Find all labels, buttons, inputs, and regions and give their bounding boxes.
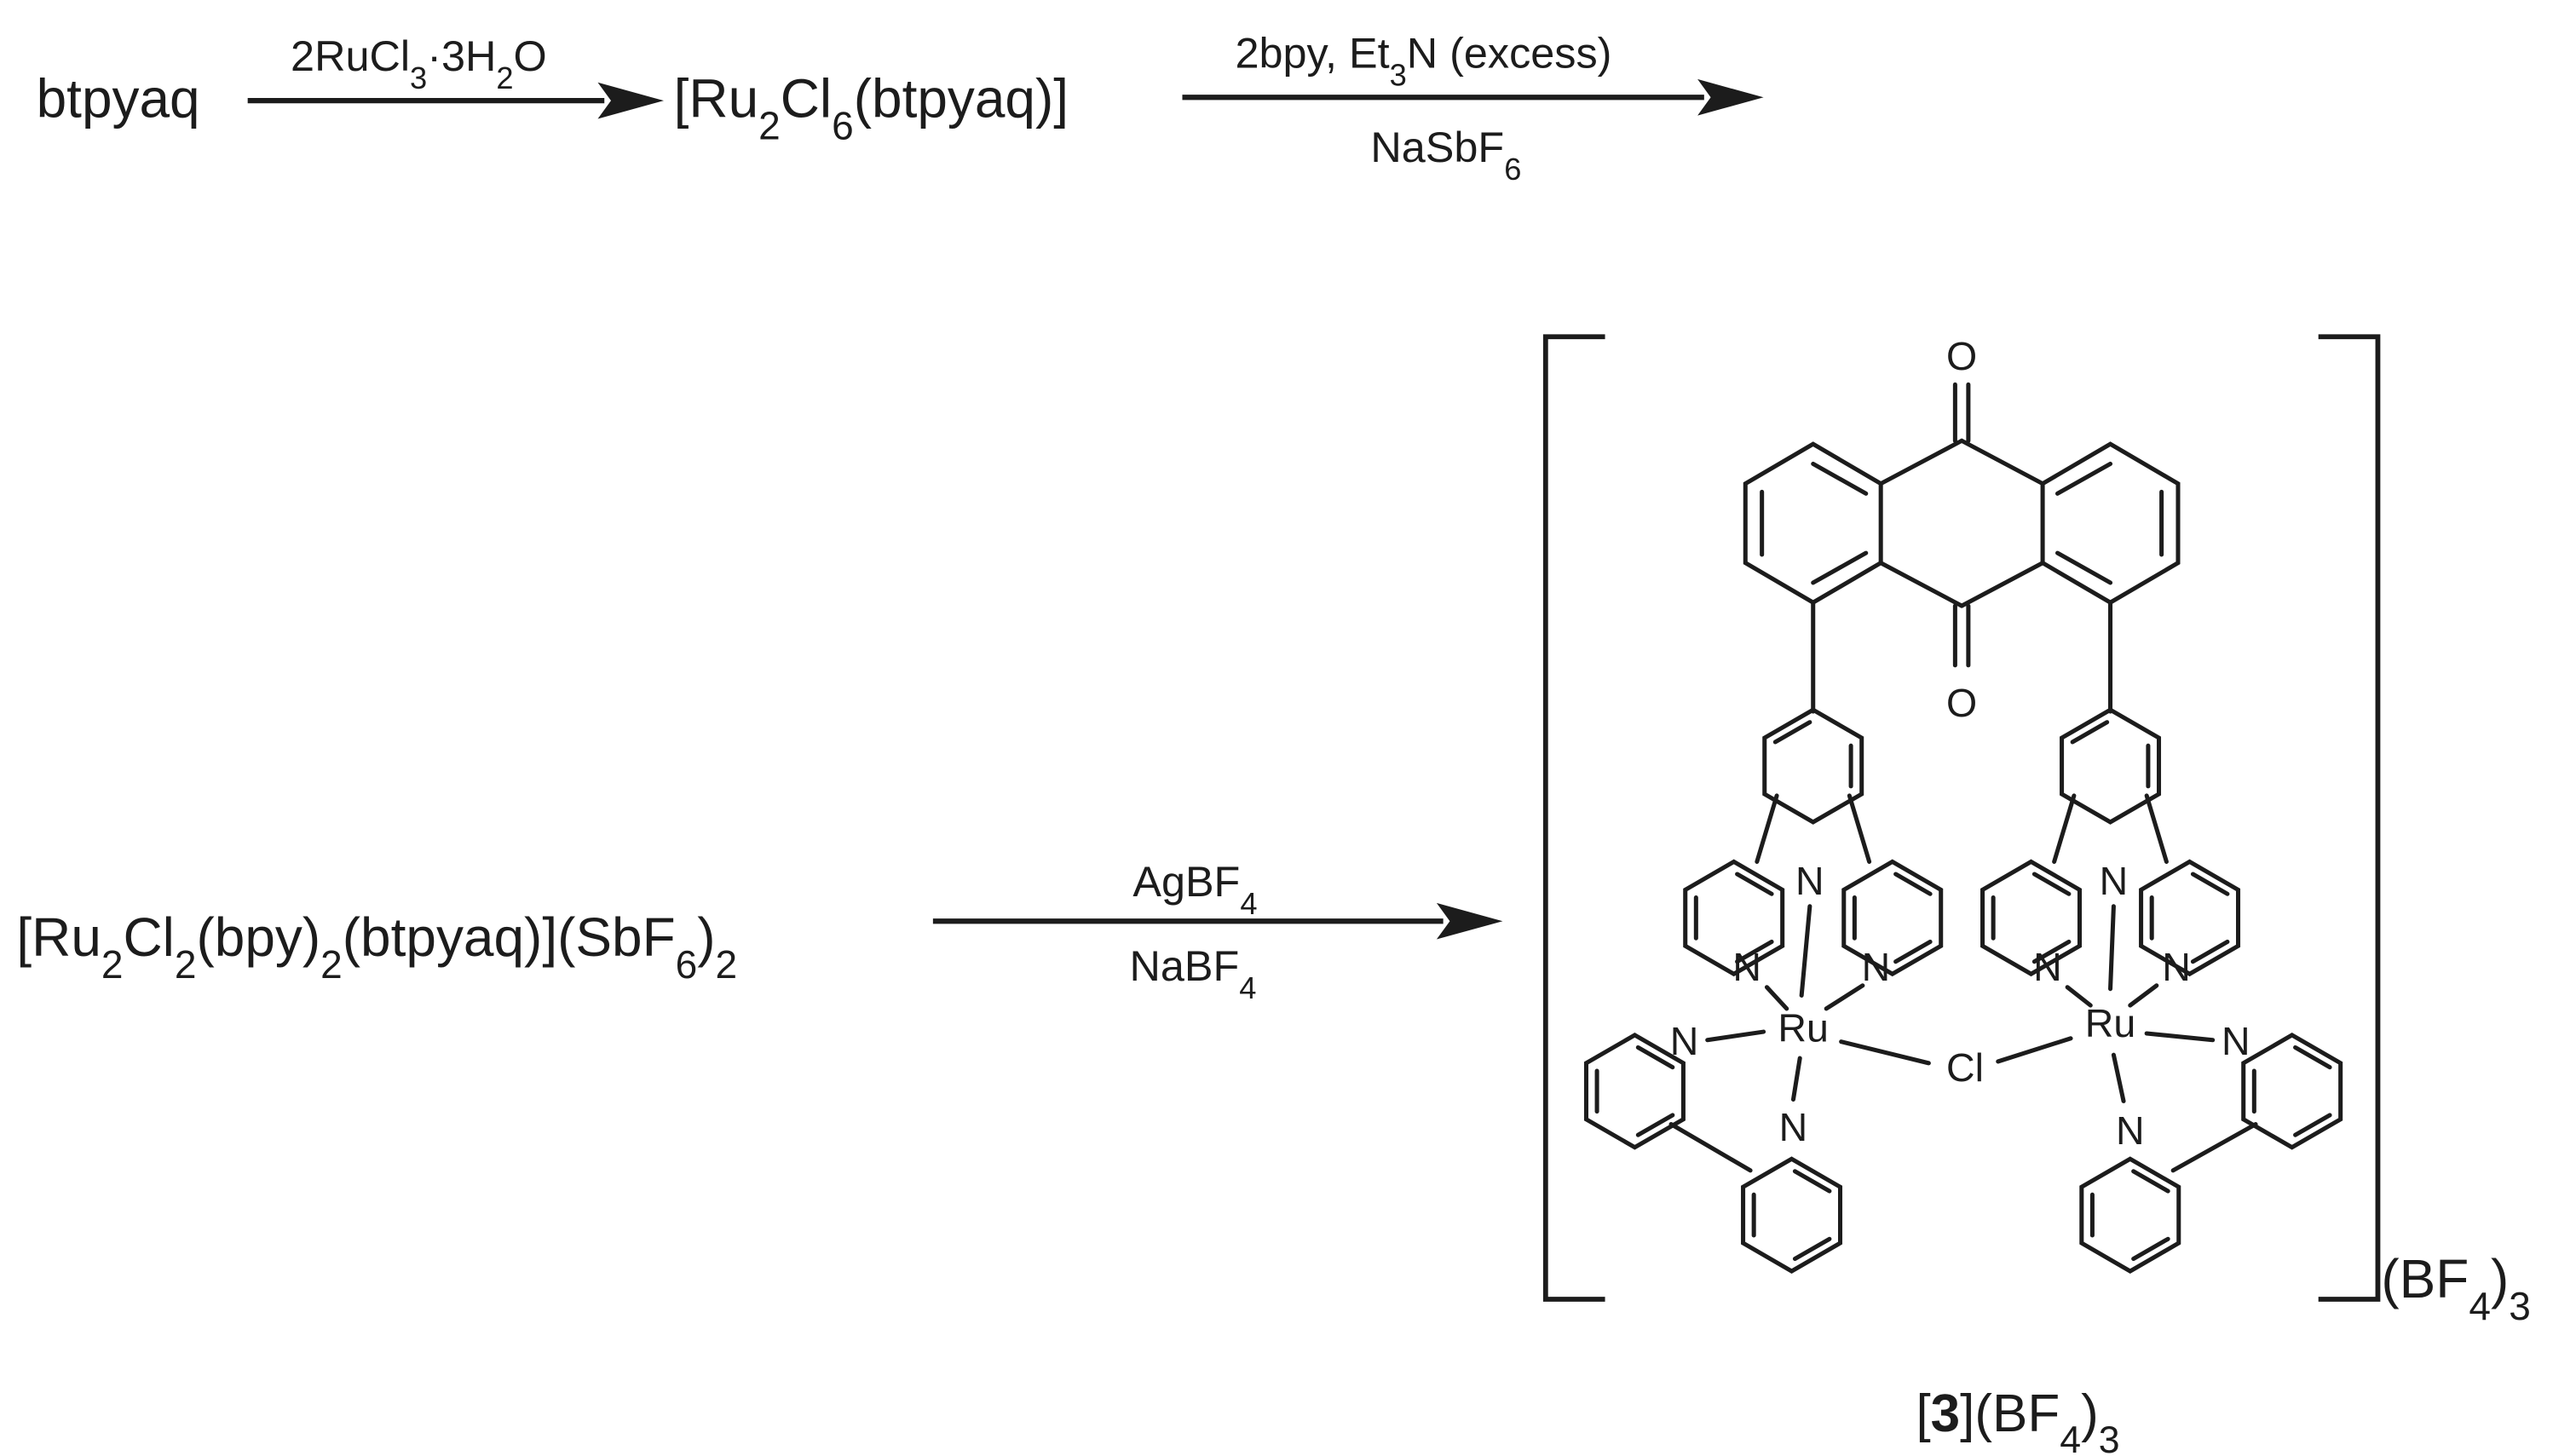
nitrogen-label: N bbox=[2222, 1019, 2250, 1063]
nitrogen-label: N bbox=[1795, 859, 1824, 903]
bridging-chloride-label: Cl bbox=[1946, 1045, 1984, 1090]
nitrogen-label: N bbox=[1732, 945, 1761, 989]
reactant-btpyaq: btpyaq bbox=[37, 68, 200, 129]
reaction-arrow-3 bbox=[932, 902, 1503, 940]
ruthenium-left-label: Ru bbox=[1778, 1006, 1828, 1050]
reaction-arrow-2 bbox=[1182, 78, 1764, 116]
terpyridine-left bbox=[1686, 710, 1941, 974]
reaction-arrow-1 bbox=[247, 82, 665, 119]
nitrogen-label: N bbox=[1670, 1019, 1699, 1063]
left-bracket bbox=[1542, 334, 1605, 1302]
reagent-agbf4: AgBF4 bbox=[1132, 857, 1257, 920]
anthraquinone-core: O O bbox=[1743, 334, 2181, 725]
product-structure: O O bbox=[1542, 334, 2531, 1328]
reagent-nabf4: NaBF4 bbox=[1129, 941, 1256, 1005]
nitrogen-label: N bbox=[2100, 859, 2129, 903]
atom-labels: N N N N N N N N N N Ru Ru Cl bbox=[1670, 859, 2250, 1153]
intermediate-ru2cl6: [Ru2Cl6(btpyaq)] bbox=[674, 68, 1069, 148]
right-bracket bbox=[2318, 334, 2381, 1302]
oxygen-top: O bbox=[1946, 334, 1977, 378]
nitrogen-label: N bbox=[2116, 1108, 2145, 1153]
nitrogen-label: N bbox=[2033, 945, 2062, 989]
product-counterion: (BF4)3 bbox=[2381, 1248, 2531, 1328]
ruthenium-right-label: Ru bbox=[2085, 1001, 2135, 1045]
coordination-bonds bbox=[1705, 904, 2216, 1103]
intermediate-ru2cl2-bpy: [Ru2Cl2(bpy)2(btpyaq)](SbF6)2 bbox=[16, 906, 737, 987]
reagent-ruthenium-chloride: 2RuCl3·3H2O bbox=[291, 32, 547, 95]
bipyridine-left bbox=[1586, 1035, 1840, 1271]
bipyridine-right bbox=[2082, 1035, 2341, 1271]
nitrogen-label: N bbox=[1862, 945, 1891, 989]
terpyridine-right bbox=[1983, 710, 2239, 974]
nitrogen-label: N bbox=[2162, 945, 2191, 989]
reagent-bpy-et3n: 2bpy, Et3N (excess) bbox=[1235, 28, 1611, 92]
oxygen-bottom: O bbox=[1946, 681, 1977, 725]
reagent-nasbf6: NaSbF6 bbox=[1370, 123, 1521, 187]
nitrogen-label: N bbox=[1779, 1105, 1808, 1149]
compound-label: [3](BF4)3 bbox=[1916, 1384, 2119, 1456]
